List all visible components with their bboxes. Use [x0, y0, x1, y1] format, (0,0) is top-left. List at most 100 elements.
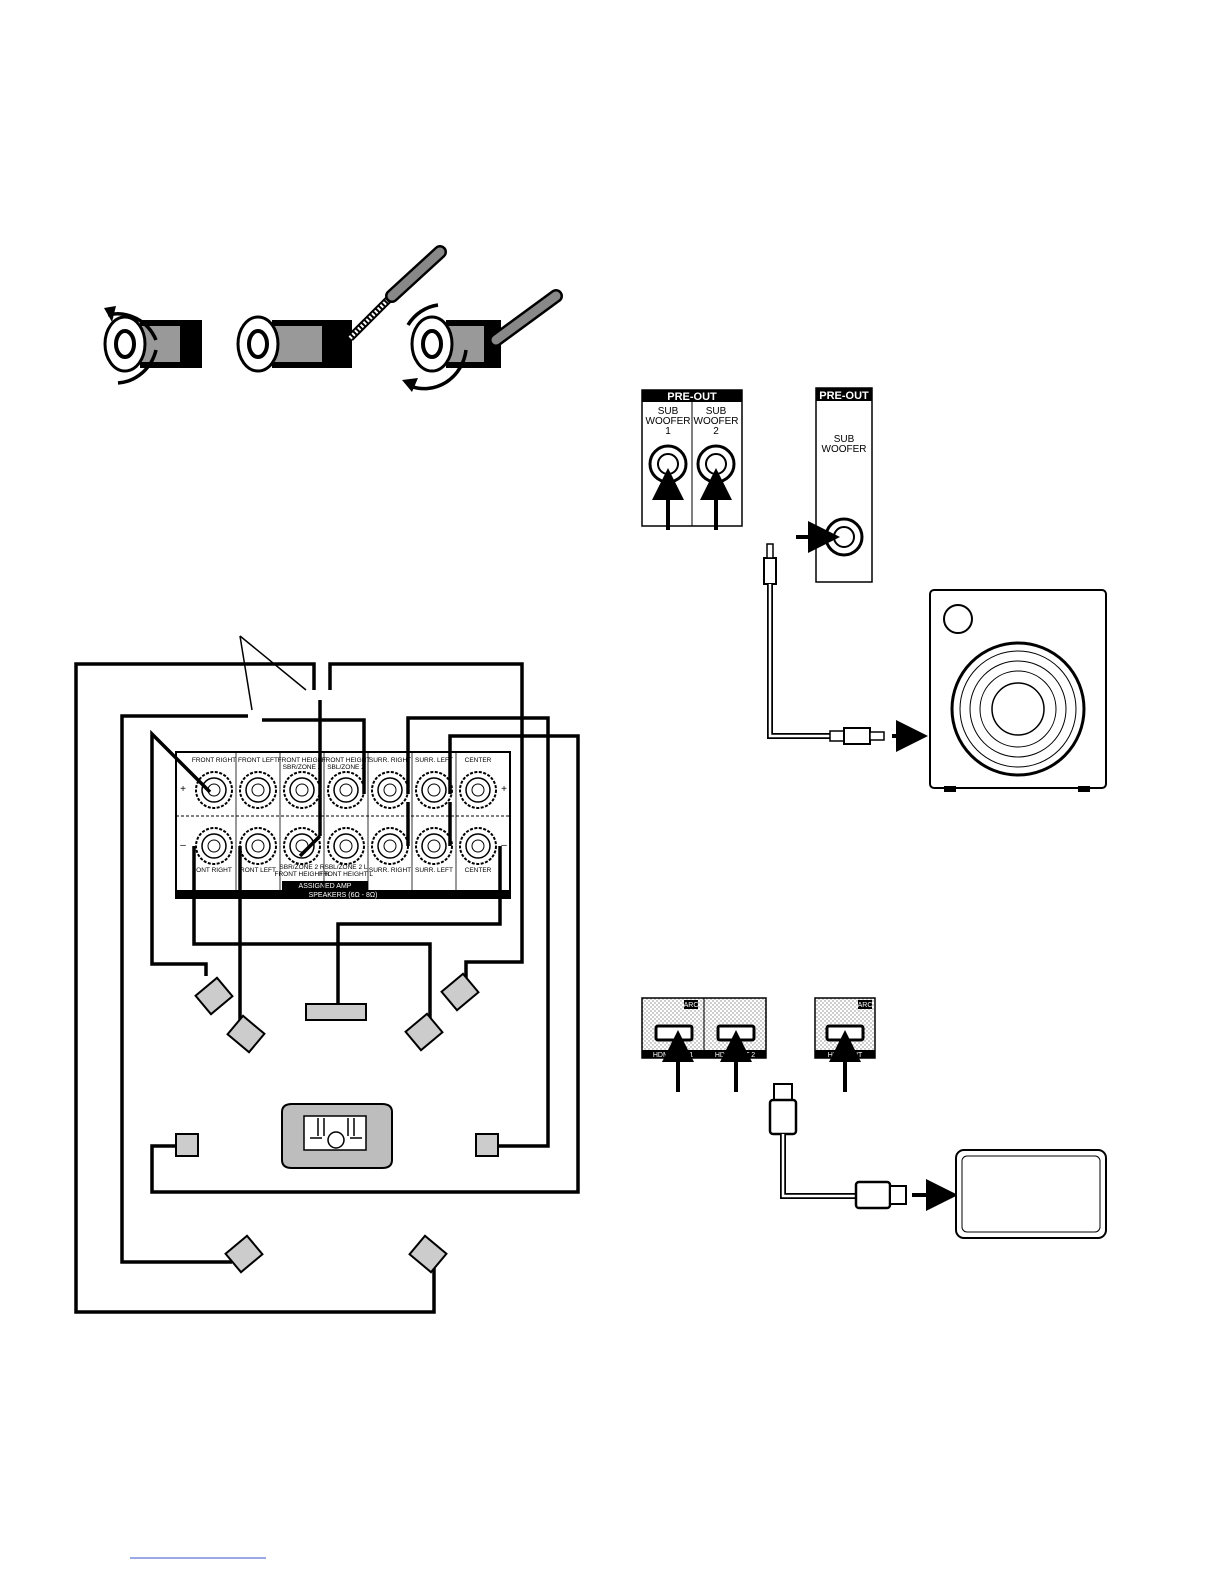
terminal-bottom-label: RONT LEFT — [240, 867, 276, 874]
hdmi-port-2[interactable] — [716, 1024, 756, 1042]
speaker-center — [305, 1003, 367, 1021]
rca-plug-top — [763, 557, 777, 585]
terminal-bottom-label: ONT RIGHT — [196, 867, 232, 874]
wire-loop-2-left — [120, 714, 248, 1264]
terminal-top-label: FRONT LEFT — [238, 757, 278, 764]
jack2-label-line1: SUB — [706, 406, 727, 417]
subwoofer-unit — [929, 589, 1107, 792]
minus-sign-right: – — [501, 840, 507, 851]
terminal-hole — [427, 839, 441, 853]
terminal-hole — [251, 783, 265, 797]
plus-sign-left: + — [180, 784, 186, 795]
preout-header: PRE-OUT — [667, 391, 717, 403]
jack2-label-line2: WOOFER — [694, 416, 739, 427]
rca-plug-bottom — [843, 727, 871, 745]
wire-fr-minus — [192, 846, 432, 1018]
terminal-hole — [421, 329, 443, 359]
tv-display — [955, 1149, 1107, 1239]
hdmi-port-1[interactable] — [654, 1024, 694, 1042]
jack-label-line2: WOOFER — [822, 444, 867, 455]
hdmi-port[interactable] — [825, 1024, 865, 1042]
terminal-top-label: SBR/ZONE 2 — [283, 764, 322, 771]
arrowhead-icon — [104, 306, 116, 322]
minus-sign-left: – — [180, 840, 186, 851]
terminal-sleeve — [272, 326, 322, 362]
wire-outer-right — [328, 662, 524, 978]
terminal-bottom-label: CENTER — [465, 867, 492, 874]
terminal-hole — [471, 839, 485, 853]
rca-cable — [763, 543, 928, 752]
terminal-top-label: FRONT HEIGHT — [278, 757, 327, 764]
terminal-hole — [295, 783, 309, 797]
assigned-amp-label: ASSIGNED AMP — [299, 883, 352, 890]
terminal-step-1 — [103, 306, 202, 385]
wire-surr-right — [406, 716, 550, 1148]
terminal-hole — [339, 783, 353, 797]
speakers-rating-bar — [176, 890, 510, 899]
wire-outer-left — [74, 662, 436, 1314]
terminal-bottom-label: FRONT HEIGHT R — [274, 871, 329, 878]
arrowhead-icon — [402, 378, 418, 392]
hdmi-plug-bottom — [854, 1180, 892, 1210]
preout-panel-dual: PRE-OUT SUB WOOFER 1 SUB WOOFER 2 — [641, 389, 743, 530]
jack1-label-line2: WOOFER — [646, 416, 691, 427]
speakers-rating: SPEAKERS (6Ω - 8Ω) — [309, 892, 378, 899]
hdmi-panel-dual: HDMI OUT 1 HDMI OUT 2 ARC — [641, 997, 767, 1092]
hdmi-panel-single: HDMI OUT ARC — [814, 997, 876, 1092]
speaker-surround-right — [475, 1133, 499, 1157]
jack2-label-line3: 2 — [713, 426, 719, 437]
speaker-surround-left — [175, 1133, 199, 1157]
speaker-front-left-height — [194, 976, 234, 1016]
terminal-top-label: FRONT HEIGHT — [322, 757, 371, 764]
subwoofer-knob — [943, 604, 973, 634]
listener-seat-icon — [281, 1103, 393, 1169]
wire-center — [336, 846, 502, 1004]
terminal-hole — [207, 839, 221, 853]
terminal-hole — [339, 839, 353, 853]
terminal-step-3 — [402, 289, 563, 392]
terminal-bottom-label: SURR. RIGHT — [369, 867, 411, 874]
speaker-front-right-height — [440, 972, 480, 1012]
hdmi-cable — [768, 1083, 958, 1211]
rotate-arrow-icon — [406, 303, 439, 326]
assigned-amp-bar — [282, 881, 368, 890]
jack-label-line1: SUB — [834, 434, 855, 445]
terminal-hole — [383, 783, 397, 797]
hdmi-port-label-1: HDMI OUT 1 — [653, 1052, 693, 1059]
speaker-front-left — [226, 1014, 266, 1054]
terminal-hole — [471, 783, 485, 797]
room-layout — [175, 972, 499, 1274]
terminal-bottom-label: FRONT HEIGHT L — [319, 871, 373, 878]
preout-panel-single: PRE-OUT SUB WOOFER — [796, 387, 873, 583]
jack1-label-line3: 1 — [665, 426, 671, 437]
terminal-hole — [251, 839, 265, 853]
arc-badge: ARC — [684, 1002, 699, 1009]
terminal-top-label: SURR. LEFT — [415, 757, 453, 764]
terminal-hole — [383, 839, 397, 853]
plus-sign-right: + — [501, 784, 507, 795]
terminal-top-label: CENTER — [465, 757, 492, 764]
rotate-arrow-icon — [107, 312, 158, 341]
terminal-step-2 — [236, 245, 447, 373]
preout-header: PRE-OUT — [819, 390, 869, 402]
speaker-front-right — [404, 1012, 444, 1052]
terminal-bottom-label: SURR. LEFT — [415, 867, 453, 874]
arc-badge: ARC — [858, 1002, 873, 1009]
terminal-sleeve — [140, 326, 180, 362]
terminal-hole — [247, 329, 269, 359]
hdmi-plug-top — [768, 1098, 798, 1136]
speaker-wiring — [74, 635, 580, 1314]
terminal-hole — [114, 329, 136, 359]
speaker-terminal-panel: SPEAKERS (6Ω - 8Ω) ASSIGNED AMP + – + – … — [175, 751, 511, 899]
callout-line — [239, 635, 253, 711]
jack1-label-line1: SUB — [658, 406, 679, 417]
speaker-back-right — [408, 1234, 448, 1274]
wire-front-right — [150, 729, 212, 976]
terminal-top-label: SURR. RIGHT — [369, 757, 411, 764]
wire-surr-left — [150, 734, 580, 1194]
wire-fh-plus — [262, 718, 366, 794]
terminal-top-label: SBL/ZONE 2 — [327, 764, 365, 771]
